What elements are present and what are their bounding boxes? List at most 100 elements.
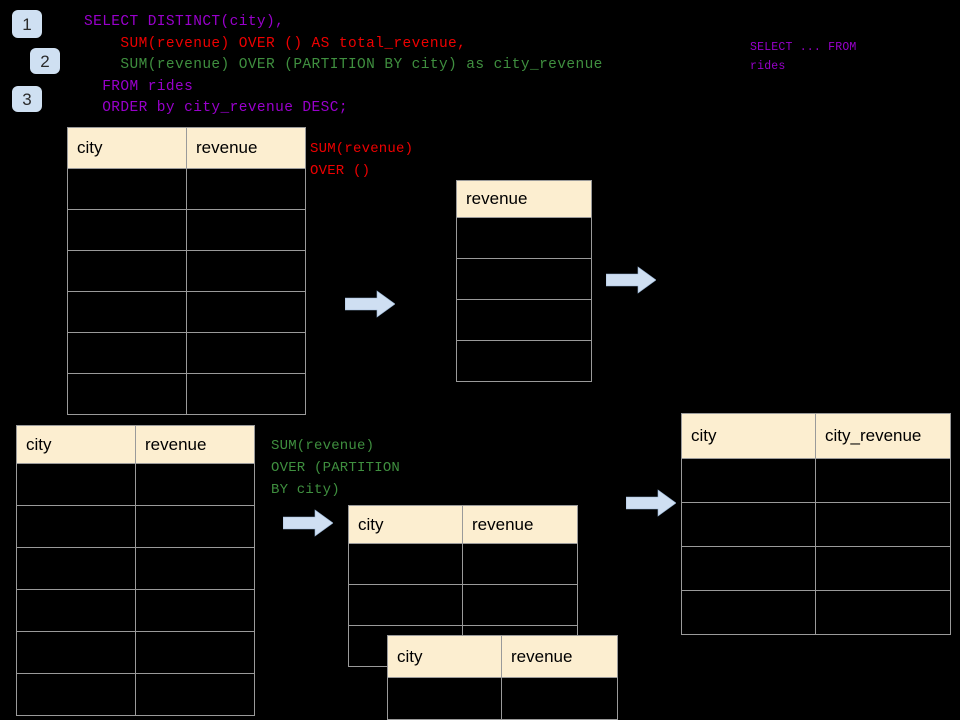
right-arrow-icon	[605, 266, 657, 294]
table-cell-city	[67, 250, 187, 292]
column-header-city: city	[67, 127, 187, 169]
step-badge-1[interactable]: 1	[12, 10, 42, 38]
table-cell-city	[16, 673, 136, 716]
table-row	[67, 332, 306, 374]
table-cell-city_revenue	[815, 590, 951, 635]
column-header-city: city	[16, 425, 136, 464]
total-revenue-table: revenue	[456, 180, 592, 382]
table-cell-city	[387, 677, 502, 720]
table-cell-revenue	[186, 291, 306, 333]
table-cell-city	[67, 209, 187, 251]
table-cell-city	[681, 502, 816, 547]
table-row	[16, 673, 255, 716]
table-cell-revenue	[456, 217, 592, 259]
table-cell-revenue	[462, 543, 578, 585]
sql-line-1: SELECT DISTINCT(city),	[84, 14, 285, 30]
select-from-rides-annotation: SELECT ... FROM rides	[750, 38, 857, 76]
arrow-partition-to-result	[625, 488, 677, 518]
table-cell-city	[67, 168, 187, 210]
table-cell-revenue	[186, 373, 306, 415]
table-row	[681, 590, 951, 635]
table-cell-city	[16, 631, 136, 674]
table-cell-city	[16, 589, 136, 632]
table-cell-city	[67, 332, 187, 374]
arrow-source-to-partition	[282, 508, 334, 538]
column-header-city: city	[387, 635, 502, 678]
table-cell-city	[348, 584, 463, 626]
sum-over-empty-line-2: OVER ()	[310, 163, 371, 179]
table-cell-revenue	[135, 589, 255, 632]
table-row	[67, 373, 306, 415]
table-row	[456, 258, 592, 300]
column-header-revenue: revenue	[501, 635, 618, 678]
table-row	[16, 547, 255, 590]
table-row	[67, 291, 306, 333]
table-row	[67, 250, 306, 292]
column-header-city_revenue: city_revenue	[815, 413, 951, 459]
table-cell-city_revenue	[815, 458, 951, 503]
table-row	[67, 209, 306, 251]
table-cell-city	[681, 590, 816, 635]
sql-line-3: SUM(revenue) OVER (PARTITION BY city) as…	[84, 57, 603, 73]
column-header-revenue: revenue	[462, 505, 578, 544]
table-cell-revenue	[456, 299, 592, 341]
table-cell-revenue	[186, 332, 306, 374]
table-cell-revenue	[135, 547, 255, 590]
table-row	[348, 543, 578, 585]
sum-over-partition-line-3: BY city)	[271, 482, 340, 498]
table-cell-revenue	[135, 505, 255, 548]
table-row	[456, 299, 592, 341]
select-from-rides-line-2: rides	[750, 60, 786, 73]
right-arrow-icon	[625, 489, 677, 517]
table-cell-revenue	[456, 340, 592, 382]
table-cell-city_revenue	[815, 502, 951, 547]
step-badge-3[interactable]: 3	[12, 86, 42, 112]
sum-over-empty-line-1: SUM(revenue)	[310, 141, 414, 157]
sql-query-block: SELECT DISTINCT(city), SUM(revenue) OVER…	[84, 12, 603, 120]
table-row	[348, 584, 578, 626]
table-cell-city	[681, 546, 816, 591]
table-row	[16, 505, 255, 548]
table-cell-revenue	[501, 677, 618, 720]
table-header-row: revenue	[456, 180, 592, 218]
table-cell-revenue	[186, 209, 306, 251]
sum-over-partition-line-2: OVER (PARTITION	[271, 460, 401, 476]
sum-over-empty-callout: SUM(revenue) OVER ()	[310, 138, 413, 182]
table-cell-revenue	[135, 631, 255, 674]
table-row	[456, 217, 592, 259]
right-arrow-icon	[282, 509, 334, 537]
sql-line-5: ORDER by city_revenue DESC;	[84, 100, 348, 116]
table-cell-revenue	[135, 463, 255, 506]
table-row	[67, 168, 306, 210]
table-row	[16, 589, 255, 632]
table-row	[681, 458, 951, 503]
table-row	[681, 546, 951, 591]
table-row	[16, 631, 255, 674]
table-cell-revenue	[186, 250, 306, 292]
table-cell-revenue	[135, 673, 255, 716]
table-cell-revenue	[462, 584, 578, 626]
arrow-source-to-total	[344, 289, 396, 319]
table-cell-revenue	[186, 168, 306, 210]
column-header-city: city	[681, 413, 816, 459]
table-cell-city	[16, 505, 136, 548]
step-badge-2[interactable]: 2	[30, 48, 60, 74]
select-from-rides-line-1: SELECT ... FROM	[750, 41, 857, 54]
table-row	[456, 340, 592, 382]
sql-line-2: SUM(revenue) OVER () AS total_revenue,	[84, 35, 467, 52]
table-row	[16, 463, 255, 506]
right-arrow-icon	[344, 290, 396, 318]
table-row	[387, 677, 618, 720]
column-header-city: city	[348, 505, 463, 544]
table-cell-city_revenue	[815, 546, 951, 591]
table-cell-city	[16, 463, 136, 506]
